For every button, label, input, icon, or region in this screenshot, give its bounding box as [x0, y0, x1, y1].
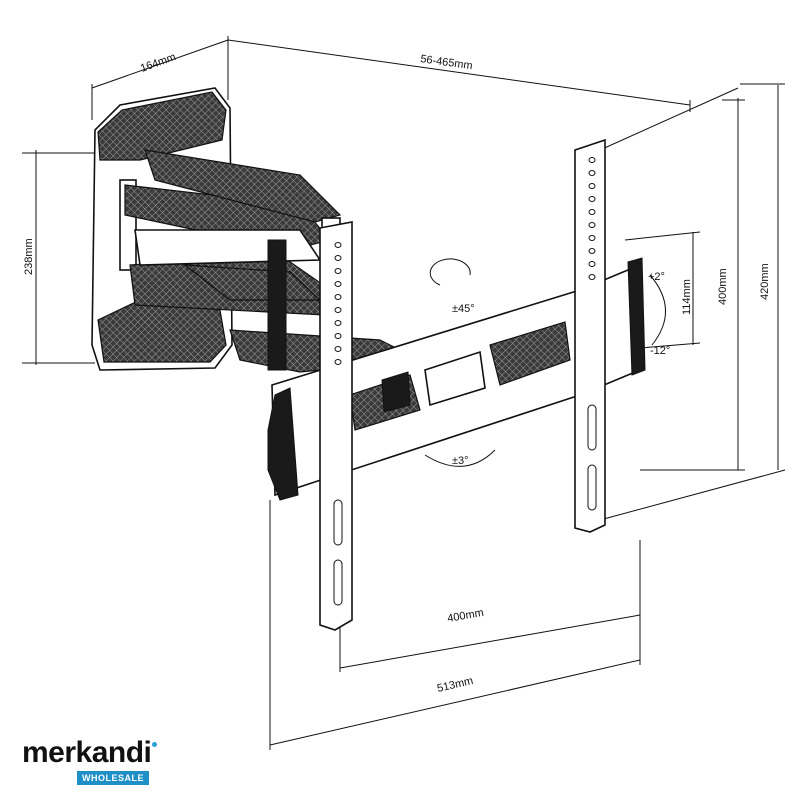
- dim-wall-plate-height: 238mm: [23, 238, 35, 275]
- tv-bracket-bar: [267, 257, 646, 501]
- angle-tilt-up: +2°: [648, 271, 665, 283]
- angle-swivel: ±45°: [452, 303, 475, 315]
- brand-dot-icon: [152, 742, 158, 747]
- dim-vesa-height: 400mm: [717, 268, 729, 305]
- left-vertical-rail: [319, 221, 353, 631]
- dim-tilt-range: 114mm: [681, 279, 693, 315]
- brand-logo: merkandi WHOLESALE: [22, 736, 158, 786]
- brand-tagline: WHOLESALE: [77, 771, 149, 785]
- rotation-arcs: [424, 258, 666, 467]
- angle-level: ±3°: [452, 455, 469, 467]
- dim-vesa-width: 400mm: [446, 607, 484, 625]
- dim-plate-height: 420mm: [759, 263, 771, 300]
- angle-tilt-down: -12°: [650, 345, 670, 357]
- dim-arm-depth: 164mm: [139, 51, 178, 75]
- dim-extension: 56-465mm: [420, 53, 474, 72]
- dim-arm-width: 513mm: [436, 675, 474, 695]
- brand-name: merkandi: [22, 736, 152, 769]
- right-vertical-rail: [574, 138, 606, 533]
